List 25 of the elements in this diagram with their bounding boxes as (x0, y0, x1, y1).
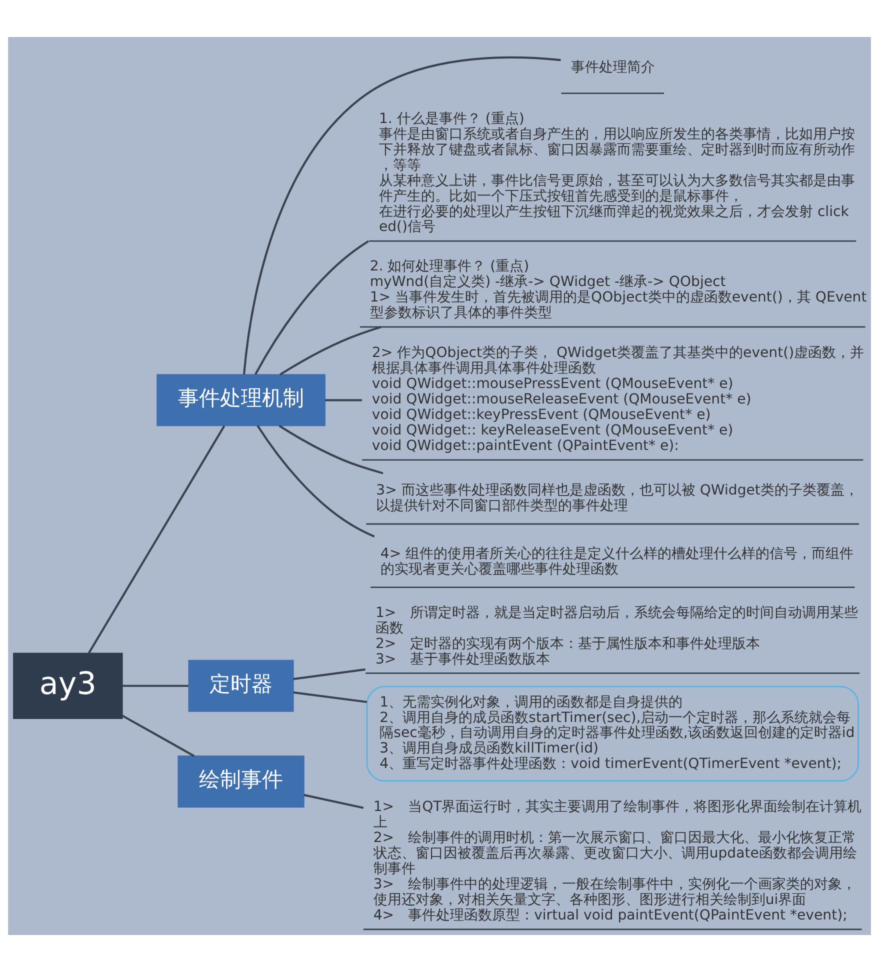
node-text: 1> 当QT界面运行时，其实主要调用了绘制事件，将图形化界面绘制在计算机上 2> 绘制事件的调用时机：第一次展示窗口、窗口因最大化、最小化恢复正常状态、窗口因被覆盖后再次暴露、更改窗口大小、调用update函数都会调用绘制事件 3> 绘制事件中的处理逻辑，一般在绘制事件中，实例化一个画家类的对象，使用还对象，对相关矢量文字、各种图形、图形进行相关绘制到ui界面 4> 事件处理函数原型：virtual void paintEvent(QPaintEvent *event); (373, 799, 862, 924)
connector (122, 684, 188, 687)
connector (122, 714, 195, 757)
connector (325, 399, 362, 402)
node-text: 2> 作为QObject类的子类， QWidget类覆盖了其基类中的event()虚函数，并根据具体事件调用具体事件处理函数 void QWidget::mousePressEvent (QMouseEvent* e) void QWidget::mouseReleaseEvent (QMouseEvent* e) void QWidget::keyPressEvent (QMouseEvent* e) void QWidget:: keyReleaseEvent (QMouseEvent* e) void QWidget::paintEvent (QPaintEvent* e): (372, 345, 864, 454)
node-text: 事件处理简介 (571, 59, 656, 76)
node-text: 1> 所谓定时器，就是当定时器启动后，系统会每隔给定的时间自动调用某些函数 2> 定时器的实现有两个版本：基于属性版本和事件处理版本 3> 基于事件处理函数版本 (375, 604, 858, 668)
connector (254, 240, 370, 375)
connector (293, 668, 366, 680)
connector (242, 56, 561, 375)
node-text: 4> 组件的使用者所关心的往往是定义什么样的槽处理什么样的信号，而组件的实现者更关心覆盖哪些事件处理函数 (380, 546, 854, 578)
connector (304, 794, 364, 809)
connector (88, 425, 226, 654)
node-box: ay3 (13, 652, 123, 719)
connector (278, 424, 384, 474)
node-text: 1. 什么是事件？ (重点) 事件是由窗口系统或者自身产生的，用以响应所发生的各类事情，比如用户按下并释放了键盘或者鼠标、窗口因暴露而需要重绘、定时器到时而应有所动作，等等 从某种意义上讲，事件比信号更原始，甚至可以认为大多数信号其实都是由事件产生的。比如一个下压式按钮首先感受到的是鼠标事件， 在进行必要的处理以产生按钮下沉继而弹起的视觉效果之后，才会发射 clicked()信号 (378, 110, 855, 236)
node-box: 1、无需实例化对象，调用的函数都是自身提供的 2、调用自身的成员函数startTimer(sec),启动一个定时器，那么系统就会每隔sec毫秒，自动调用自身的定时器事件处理函数,该函数返回创建的定时器id 3、调用自身成员函数killTimer(id) 4、重写定时器事件处理函数：void timerEvent(QTimerEvent *event); (366, 686, 859, 782)
node-box: 定时器 (188, 660, 294, 712)
node-text: 2. 如何处理事件？ (重点) myWnd(自定义类) -继承-> QWidget -继承-> QObject 1> 当事件发生时，首先被调用的是QObject类中的虚函数event()，其 QEvent型参数标识了具体的事件类型 (370, 258, 867, 322)
connector (293, 691, 368, 704)
node-box: 绘制事件 (178, 756, 304, 808)
connector (256, 424, 375, 538)
connector (279, 326, 382, 376)
node-box: 事件处理机制 (156, 374, 326, 426)
node-text: 3> 而这些事件处理函数同样也是虚函数，也可以被 QWidget类的子类覆盖，以提供针对不同窗口部件类型的事件处理 (376, 482, 858, 514)
